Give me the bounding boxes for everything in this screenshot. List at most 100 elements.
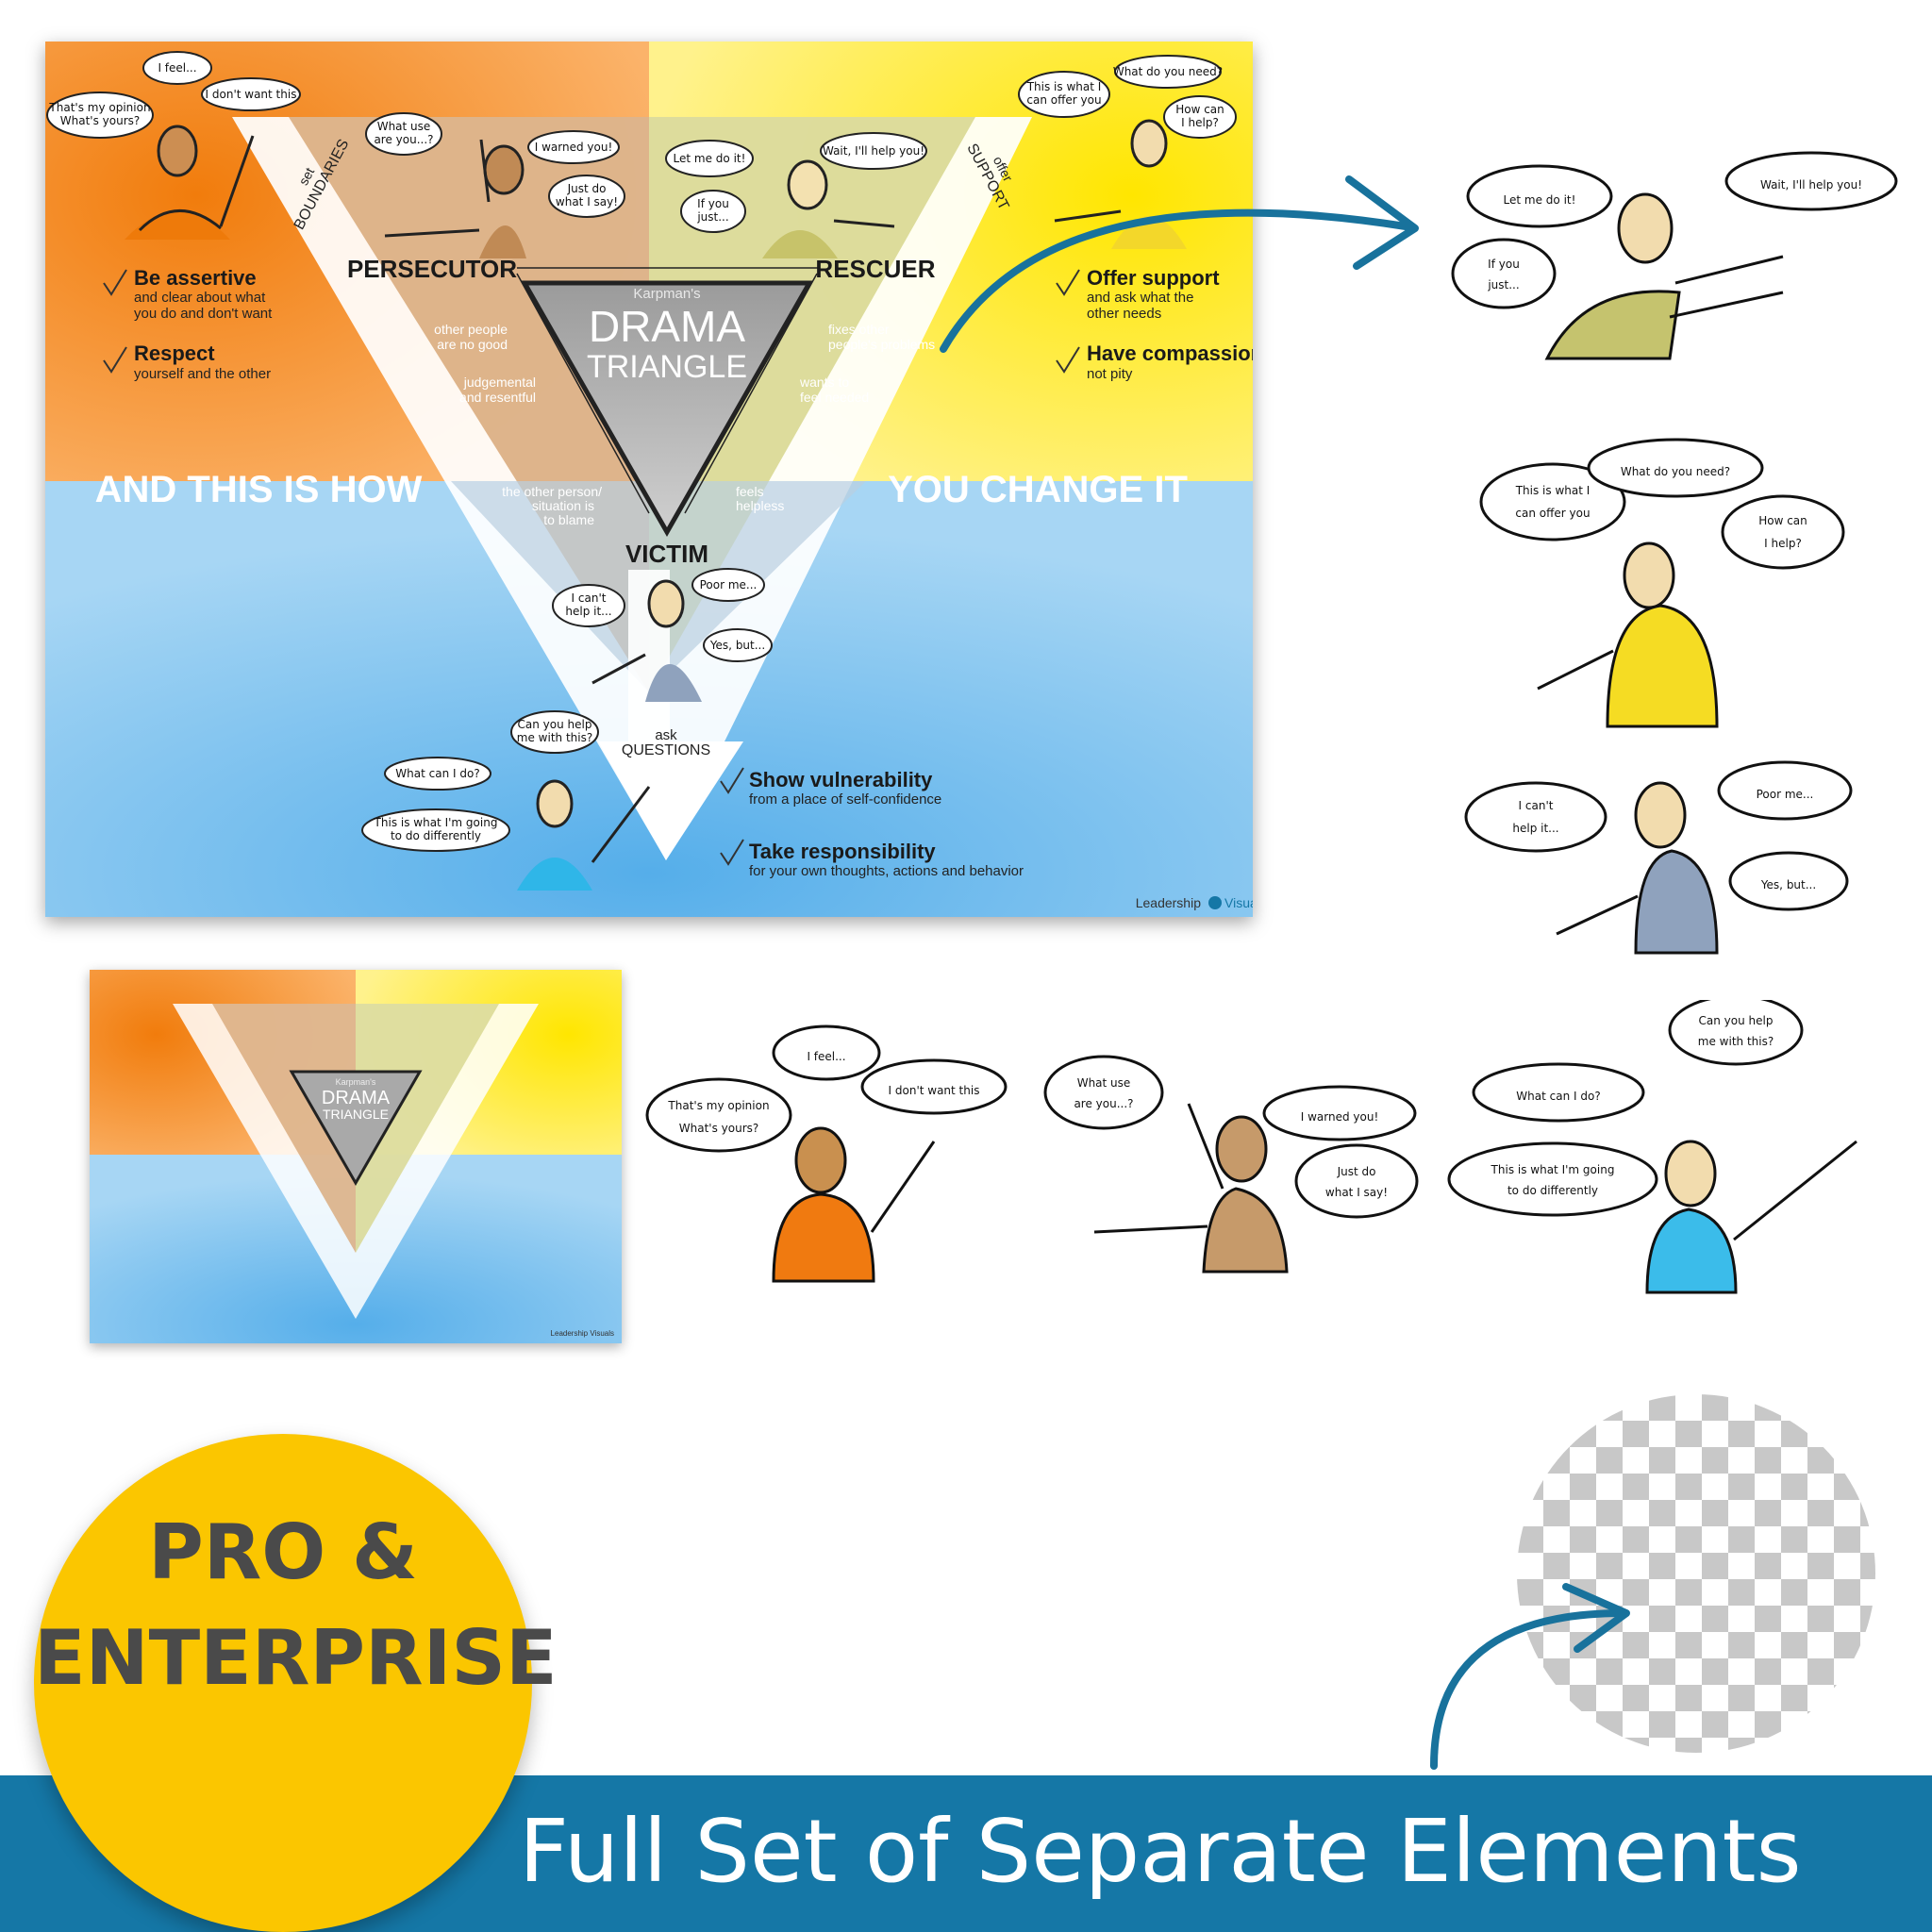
bubble-text: What use xyxy=(1077,1076,1131,1090)
bubble-text: Wait, I'll help you! xyxy=(823,144,924,158)
tip-text: and clear about what xyxy=(134,290,266,306)
tips-left: Be assertive and clear about what you do… xyxy=(103,266,273,382)
change-right-text: YOU CHANGE IT xyxy=(888,469,1188,510)
bubble-text: just... xyxy=(696,210,728,224)
mini-brand: Leadership Visuals xyxy=(551,1329,614,1338)
role-rescuer: RESCUER xyxy=(815,255,935,283)
bubble-text: me with this? xyxy=(1698,1035,1774,1048)
bubble-text: Wait, I'll help you! xyxy=(1760,178,1862,192)
checkmark-icon xyxy=(1056,269,1080,296)
tips-right: Offer support and ask what the other nee… xyxy=(1056,266,1253,382)
tip-text: other needs xyxy=(1087,306,1161,322)
bubble-text: are you...? xyxy=(374,133,433,146)
bubble-text: I feel... xyxy=(807,1050,845,1063)
bubble-text: Let me do it! xyxy=(674,152,746,165)
bubble-text: What do you need? xyxy=(1113,65,1223,78)
title-drama: DRAMA xyxy=(589,302,745,351)
assertive-figure xyxy=(125,125,255,240)
tip-text: from a place of self-confidence xyxy=(749,791,941,808)
responsible-figure xyxy=(517,779,651,891)
bubble-text: That's my opinion xyxy=(48,101,150,114)
supporter-element: This is what I can offer you What do you… xyxy=(1479,438,1845,728)
trait-text: people's problems xyxy=(828,337,935,352)
pro-enterprise-badge xyxy=(34,1434,532,1932)
bubble-text: I can't xyxy=(572,591,607,605)
drama-triangle xyxy=(520,280,814,538)
head-icon xyxy=(1617,192,1674,264)
head-icon xyxy=(536,779,574,828)
persecutor-figure xyxy=(384,139,526,258)
tip-title: Show vulnerability xyxy=(749,768,933,791)
bubble-text: help it... xyxy=(1512,822,1558,835)
rescuer-figure xyxy=(762,159,895,258)
mini-poster: Karpman's DRAMA TRIANGLE Leadership Visu… xyxy=(90,970,622,1343)
checkmark-icon xyxy=(1056,346,1080,374)
bubble-text: I help? xyxy=(1764,537,1802,550)
ask-questions-tip xyxy=(598,741,743,860)
bubble-text: How can xyxy=(1758,514,1807,527)
tip-title: Be assertive xyxy=(134,266,257,290)
trait-text: helpless xyxy=(736,498,784,513)
bubble-text: help it... xyxy=(565,605,611,618)
checkmark-icon xyxy=(103,346,127,374)
bubble-text: Can you help xyxy=(518,718,592,731)
side-label: QUESTIONS xyxy=(622,742,710,758)
mini-title-small: Karpman's xyxy=(336,1077,376,1087)
responsible-bubbles: Can you help me with this? What can I do… xyxy=(361,710,599,852)
bubble-text: What can I do? xyxy=(395,767,479,780)
head-icon xyxy=(483,144,525,195)
curved-arrow-top xyxy=(940,175,1419,353)
responsible-element: Can you help me with this? What can I do… xyxy=(1447,1000,1857,1294)
trait-text: other people xyxy=(434,322,508,337)
tip-title: Take responsibility xyxy=(749,840,936,863)
tip-title: Have compassion, xyxy=(1087,341,1253,365)
tip-text: yourself and the other xyxy=(134,366,271,382)
arrow-head-icon xyxy=(1345,175,1419,270)
curved-arrow-bottom xyxy=(1430,1583,1630,1770)
side-label: set xyxy=(295,165,317,188)
head-icon xyxy=(1634,781,1687,849)
bubble-text: What's yours? xyxy=(60,114,141,127)
head-icon xyxy=(157,125,198,177)
title-triangle: TRIANGLE xyxy=(587,349,747,385)
bubble-text: This is what I xyxy=(1515,484,1591,497)
bubble-text: just... xyxy=(1487,278,1519,291)
bubble-text: This is what I'm going xyxy=(1491,1163,1615,1176)
mini-title-drama: DRAMA xyxy=(322,1088,391,1108)
tip-text: for your own thoughts, actions and behav… xyxy=(749,863,1024,879)
bubble-text: Just do xyxy=(1337,1165,1376,1178)
head-icon xyxy=(787,159,828,210)
bubble-text: I help? xyxy=(1181,116,1219,129)
bubble-text: If you xyxy=(697,197,729,210)
bubble-text: Poor me... xyxy=(700,578,758,591)
badge-text: PRO & ENTERPRISE xyxy=(34,1500,558,1711)
assertive-element: I feel... I don't want this That's my op… xyxy=(645,1024,1008,1283)
head-icon xyxy=(1215,1115,1268,1183)
bubble-text: If you xyxy=(1488,258,1520,271)
bubble-text: can offer you xyxy=(1515,507,1590,520)
trait-text: the other person/ xyxy=(502,484,602,499)
bubble-text: How can xyxy=(1175,103,1224,116)
rescuer-bubbles: Let me do it! Wait, I'll help you! If yo… xyxy=(665,132,927,233)
mini-title-triangle: TRIANGLE xyxy=(323,1107,389,1122)
bubble-text: Just do xyxy=(567,182,607,195)
brand-leadership: Leadership xyxy=(1136,895,1201,910)
bubble-text: I warned you! xyxy=(535,141,613,154)
bubble-text: What do you need? xyxy=(1621,465,1730,478)
trait-text: situation is xyxy=(532,498,594,513)
rescuer-element: Let me do it! Wait, I'll help you! If yo… xyxy=(1451,151,1898,360)
trait-text: feels xyxy=(736,484,764,499)
tip-text: and ask what the xyxy=(1087,290,1193,306)
separate-elements-right: Let me do it! Wait, I'll help you! If yo… xyxy=(1451,151,1898,955)
bubble-text: What can I do? xyxy=(1516,1090,1600,1103)
victim-figure xyxy=(591,579,702,702)
brand-visuals: Visuals xyxy=(1224,895,1253,910)
tip-title: Respect xyxy=(134,341,215,365)
trait-text: to blame xyxy=(543,512,594,527)
mini-poster-graphic: Karpman's DRAMA TRIANGLE Leadership Visu… xyxy=(90,970,622,1343)
victim-element: I can't help it... Poor me... Yes, but..… xyxy=(1464,760,1853,955)
badge-line-2: ENTERPRISE xyxy=(34,1614,558,1702)
bubble-text: I can't xyxy=(1519,799,1554,812)
victim-bubbles: I can't help it... Poor me... Yes, but..… xyxy=(552,568,773,662)
bubble-text: Yes, but... xyxy=(1760,878,1816,891)
